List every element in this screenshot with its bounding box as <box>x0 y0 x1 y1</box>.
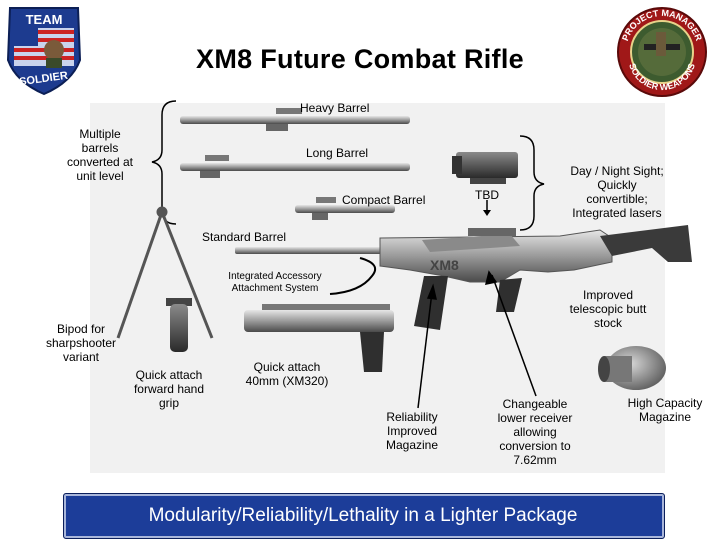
compact-barrel-art <box>295 197 395 220</box>
bipod-label: Bipod for sharpshooter variant <box>45 322 117 364</box>
forward-grip-label: Quick attach forward hand grip <box>133 368 205 410</box>
summary-banner <box>63 493 665 539</box>
pm-soldier-weapons-seal <box>617 7 707 97</box>
heavy-barrel-label: Heavy Barrel <box>300 101 370 115</box>
bipod-art <box>116 206 214 339</box>
day-night-sight-art <box>452 152 518 184</box>
drum-magazine-art <box>598 346 666 390</box>
page-title: XM8 Future Combat Rifle <box>196 44 524 74</box>
summary-banner-text: Modularity/Reliability/Lethality in a Li… <box>148 505 578 526</box>
team-soldier-logo <box>6 7 82 96</box>
multiple-barrels-label: Multiple barrels converted at unit level <box>66 127 134 183</box>
svg-text:XM8: XM8 <box>430 257 459 273</box>
long-barrel-label: Long Barrel <box>306 146 369 160</box>
accessory-system-label: Integrated Accessory Attachment System <box>228 271 322 294</box>
butt-stock-label: Improved telescopic butt stock <box>569 288 647 330</box>
accessory-callout-line <box>329 257 376 295</box>
compact-barrel-label: Compact Barrel <box>342 193 426 207</box>
heavy-barrel-art <box>180 108 410 131</box>
standard-barrel-label: Standard Barrel <box>202 230 287 244</box>
day-night-sight-label: Day / Night Sight; Quickly convertible; … <box>570 164 664 220</box>
left-brace <box>151 100 177 225</box>
lower-receiver-label: Changeable lower receiver allowing conve… <box>497 397 573 467</box>
pointer-arrows <box>417 270 537 409</box>
tbd-label: TBD <box>475 188 499 202</box>
reliability-magazine-label: Reliability Improved Magazine <box>385 410 439 452</box>
long-barrel-art <box>180 155 410 178</box>
grenade-launcher-art <box>244 304 394 372</box>
grenade-launcher-label: Quick attach 40mm (XM320) <box>245 360 329 388</box>
team-soldier-logo-text-top: TEAM <box>26 12 63 27</box>
right-brace <box>519 135 545 231</box>
forward-grip-art <box>166 298 192 352</box>
high-capacity-magazine-label: High Capacity Magazine <box>627 396 703 424</box>
